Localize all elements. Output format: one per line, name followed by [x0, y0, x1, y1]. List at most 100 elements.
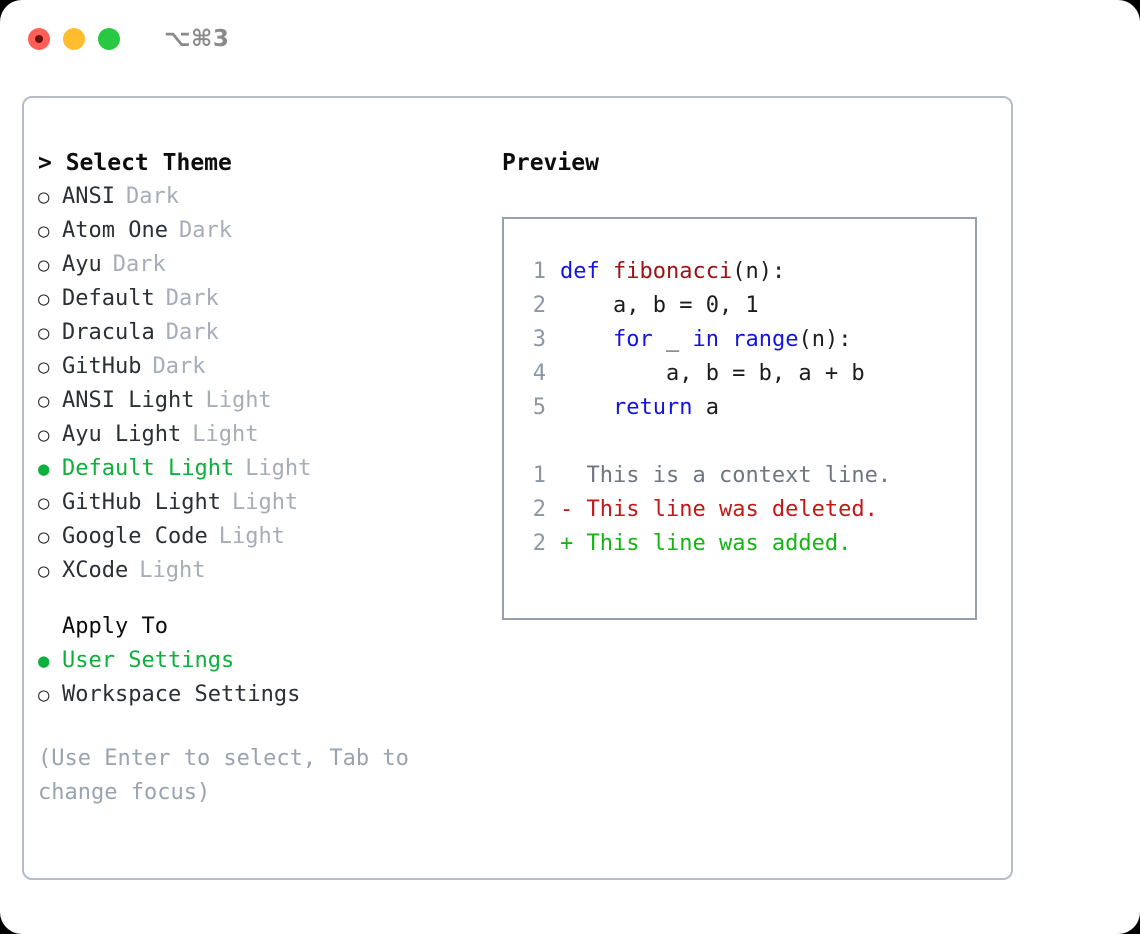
maximize-icon[interactable] [98, 28, 120, 50]
diff-sign [560, 459, 573, 493]
theme-name: Ayu [62, 252, 102, 277]
radio-unselected-icon: ○ [38, 526, 50, 548]
window-titlebar: ⌥⌘3 [0, 0, 1140, 78]
radio-unselected-icon: ○ [38, 684, 50, 706]
diff-sign: + [560, 531, 574, 556]
theme-variant-tag: Light [231, 490, 299, 515]
theme-variant-tag: Light [218, 524, 285, 549]
diff-gap [573, 459, 586, 493]
line-number: 2 [532, 531, 546, 556]
code-text: a, b = 0, 1 [560, 289, 759, 323]
radio-unselected-icon: ○ [38, 322, 50, 344]
token-plain [560, 327, 613, 352]
theme-variant-tag: Dark [178, 218, 232, 243]
list-spacer [38, 588, 488, 610]
token-plain: a, b = 0, 1 [560, 293, 759, 318]
code-text: def fibonacci(n): [560, 255, 785, 289]
theme-option-dracula[interactable]: ○ Dracula Dark [38, 316, 488, 350]
theme-name: Default [62, 286, 155, 311]
radio-unselected-icon: ○ [38, 390, 50, 412]
theme-variant-tag: Dark [125, 184, 179, 209]
line-number: 2 [532, 497, 546, 522]
hint-spacer [38, 712, 488, 742]
apply-to-option-user-settings[interactable]: ●User Settings [38, 644, 488, 678]
line-number: 5 [532, 395, 546, 420]
preview-title: Preview [502, 150, 599, 176]
keyboard-hint-text: (Use Enter to select, Tab to change focu… [38, 746, 423, 805]
code-line: 4 a, b = b, a + b [518, 357, 975, 391]
keyboard-shortcut-label: ⌥⌘3 [164, 26, 230, 52]
line-number: 2 [532, 293, 546, 318]
theme-option-ayu-light[interactable]: ○ Ayu Light Light [38, 418, 488, 452]
token-fn: fibonacci [612, 259, 733, 284]
code-text: for _ in range(n): [560, 323, 851, 357]
radio-selected-icon: ● [38, 458, 50, 480]
traffic-lights [28, 28, 120, 50]
token-kw: range [732, 327, 799, 352]
diff-preview: 1 This is a context line. 2- This line wa… [518, 459, 975, 561]
select-theme-header: > Select Theme [38, 150, 232, 176]
theme-name: Atom One [62, 218, 168, 243]
apply-to-list[interactable]: ●User Settings ○ Workspace Settings [38, 644, 488, 712]
theme-option-ayu[interactable]: ○ Ayu Dark [38, 248, 488, 282]
radio-unselected-icon: ○ [38, 492, 50, 514]
diff-text: This is a context line. [586, 463, 892, 488]
theme-name: Ayu Light [62, 422, 182, 447]
radio-unselected-icon: ○ [38, 186, 50, 208]
apply-to-label: Workspace Settings [62, 682, 301, 707]
theme-name: Google Code [62, 524, 208, 549]
close-icon[interactable] [28, 28, 50, 50]
token-plain: _ [652, 327, 693, 352]
code-line: 2 a, b = 0, 1 [518, 289, 975, 323]
minimize-icon[interactable] [63, 28, 85, 50]
diff-line-add: 2+ This line was added. [518, 527, 975, 561]
theme-variant-tag: Dark [165, 286, 219, 311]
token-plain: (n): [732, 259, 786, 284]
theme-option-github-light[interactable]: ○ GitHub Light Light [38, 486, 488, 520]
theme-name: GitHub Light [62, 490, 221, 515]
code-line: 5 return a [518, 391, 975, 425]
radio-unselected-icon: ○ [38, 424, 50, 446]
diff-line-del: 2- This line was deleted. [518, 493, 975, 527]
token-plain [719, 327, 732, 352]
theme-option-google-code[interactable]: ○ Google Code Light [38, 520, 488, 554]
code-text: return a [560, 391, 719, 425]
token-kw: def [560, 259, 613, 284]
theme-variant-tag: Light [139, 558, 206, 583]
theme-name: Dracula [62, 320, 155, 345]
diff-sign: - [560, 497, 574, 522]
token-kw: for [612, 327, 653, 352]
radio-unselected-icon: ○ [38, 254, 50, 276]
radio-unselected-icon: ○ [38, 560, 50, 582]
apply-to-option-workspace-settings[interactable]: ○ Workspace Settings [38, 678, 488, 712]
token-plain: a, b = b, a + b [560, 361, 865, 386]
apply-to-label: User Settings [62, 648, 235, 673]
theme-name: GitHub [62, 354, 142, 379]
token-kw: return [612, 395, 693, 420]
line-number: 1 [532, 463, 546, 488]
line-number: 3 [532, 327, 546, 352]
diff-gap [573, 493, 586, 527]
theme-variant-tag: Light [192, 422, 259, 447]
diff-spacer [518, 425, 975, 459]
theme-variant-tag: Dark [165, 320, 219, 345]
diff-gap [573, 527, 586, 561]
theme-name: ANSI Light [62, 388, 195, 413]
radio-unselected-icon: ○ [38, 356, 50, 378]
theme-variant-tag: Dark [112, 252, 166, 277]
